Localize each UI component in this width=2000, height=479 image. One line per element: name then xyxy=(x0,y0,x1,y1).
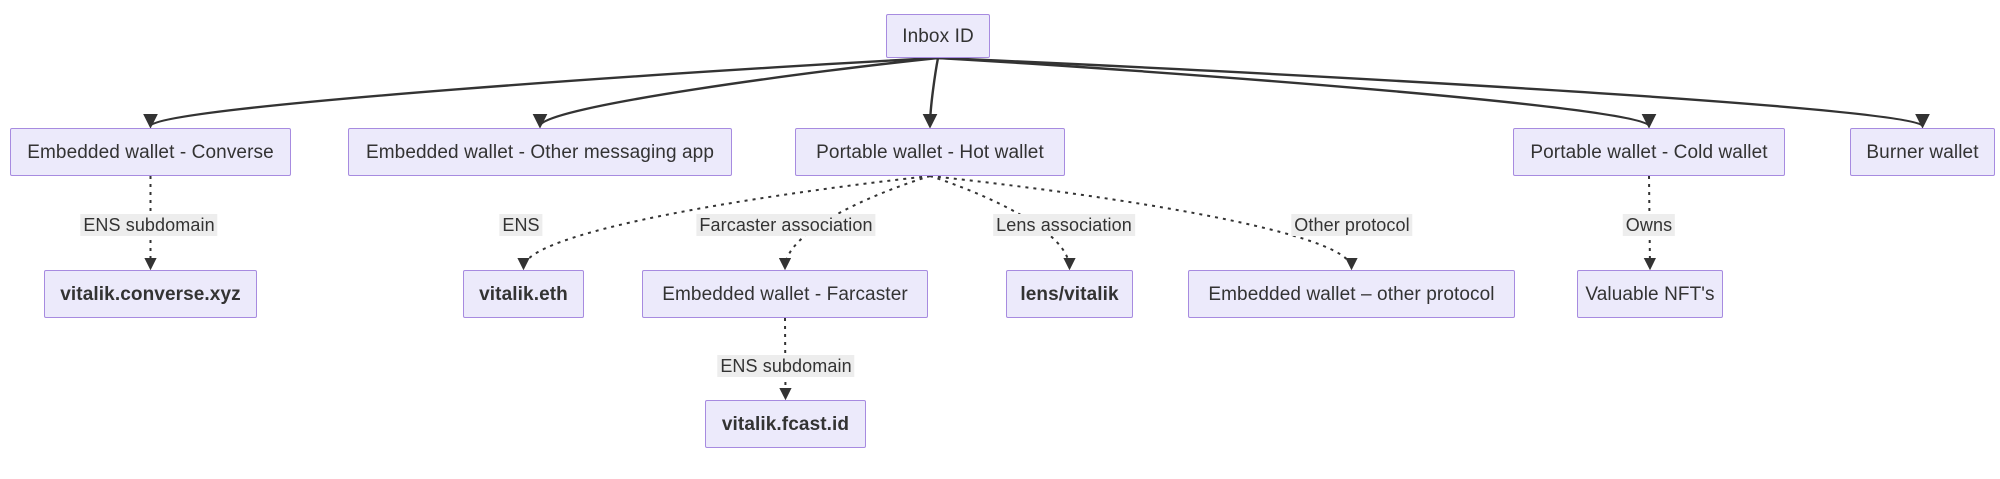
node-ew-other-msg[interactable]: Embedded wallet - Other messaging app xyxy=(348,128,732,176)
node-label: lens/vitalik xyxy=(1020,283,1119,305)
edge-inbox-to-burner xyxy=(937,56,1930,129)
node-label: Embedded wallet - Farcaster xyxy=(662,283,908,305)
node-label: vitalik.converse.xyz xyxy=(60,283,241,305)
edge-label-pw-hot-to-ew-other-proto: Other protocol xyxy=(1291,214,1413,236)
node-label: vitalik.eth xyxy=(479,283,568,305)
node-valuable-nfts[interactable]: Valuable NFT's xyxy=(1577,270,1723,318)
node-lens-vitalik[interactable]: lens/vitalik xyxy=(1006,270,1133,318)
edge-label-ew-farcaster-to-vitalik-fcast: ENS subdomain xyxy=(717,355,855,377)
edge-label-ew-converse-to-vitalik-converse: ENS subdomain xyxy=(80,214,218,236)
edge-inbox-to-ew-converse xyxy=(143,56,939,129)
node-label: Embedded wallet – other protocol xyxy=(1208,283,1495,305)
node-label: Embedded wallet - Converse xyxy=(27,141,274,163)
solid-edges xyxy=(143,56,1930,129)
node-vitalik-fcast[interactable]: vitalik.fcast.id xyxy=(705,400,866,448)
node-label: Burner wallet xyxy=(1866,141,1979,163)
node-ew-other-proto[interactable]: Embedded wallet – other protocol xyxy=(1188,270,1515,318)
edge-inbox-to-ew-other-msg xyxy=(532,56,939,129)
edge-label-pw-hot-to-ew-farcaster: Farcaster association xyxy=(696,214,876,236)
edge-inbox-to-pw-cold xyxy=(937,56,1657,129)
node-label: Portable wallet - Hot wallet xyxy=(816,141,1044,163)
node-burner[interactable]: Burner wallet xyxy=(1850,128,1995,176)
node-vitalik-converse[interactable]: vitalik.converse.xyz xyxy=(44,270,257,318)
node-label: Inbox ID xyxy=(902,25,974,47)
node-vitalik-eth[interactable]: vitalik.eth xyxy=(463,270,584,318)
edge-label-pw-hot-to-lens-vitalik: Lens association xyxy=(993,214,1135,236)
node-pw-cold[interactable]: Portable wallet - Cold wallet xyxy=(1513,128,1785,176)
node-label: Portable wallet - Cold wallet xyxy=(1530,141,1768,163)
node-label: Valuable NFT's xyxy=(1585,283,1715,305)
edge-inbox-to-pw-hot xyxy=(922,57,940,129)
node-label: vitalik.fcast.id xyxy=(721,413,850,435)
node-label: Embedded wallet - Other messaging app xyxy=(365,141,714,163)
edge-label-pw-hot-to-vitalik-eth: ENS xyxy=(499,214,543,236)
edge-label-pw-cold-to-valuable-nfts: Owns xyxy=(1622,214,1676,236)
node-inbox[interactable]: Inbox ID xyxy=(886,14,990,58)
node-ew-converse[interactable]: Embedded wallet - Converse xyxy=(10,128,291,176)
node-pw-hot[interactable]: Portable wallet - Hot wallet xyxy=(795,128,1065,176)
node-ew-farcaster[interactable]: Embedded wallet - Farcaster xyxy=(642,270,928,318)
